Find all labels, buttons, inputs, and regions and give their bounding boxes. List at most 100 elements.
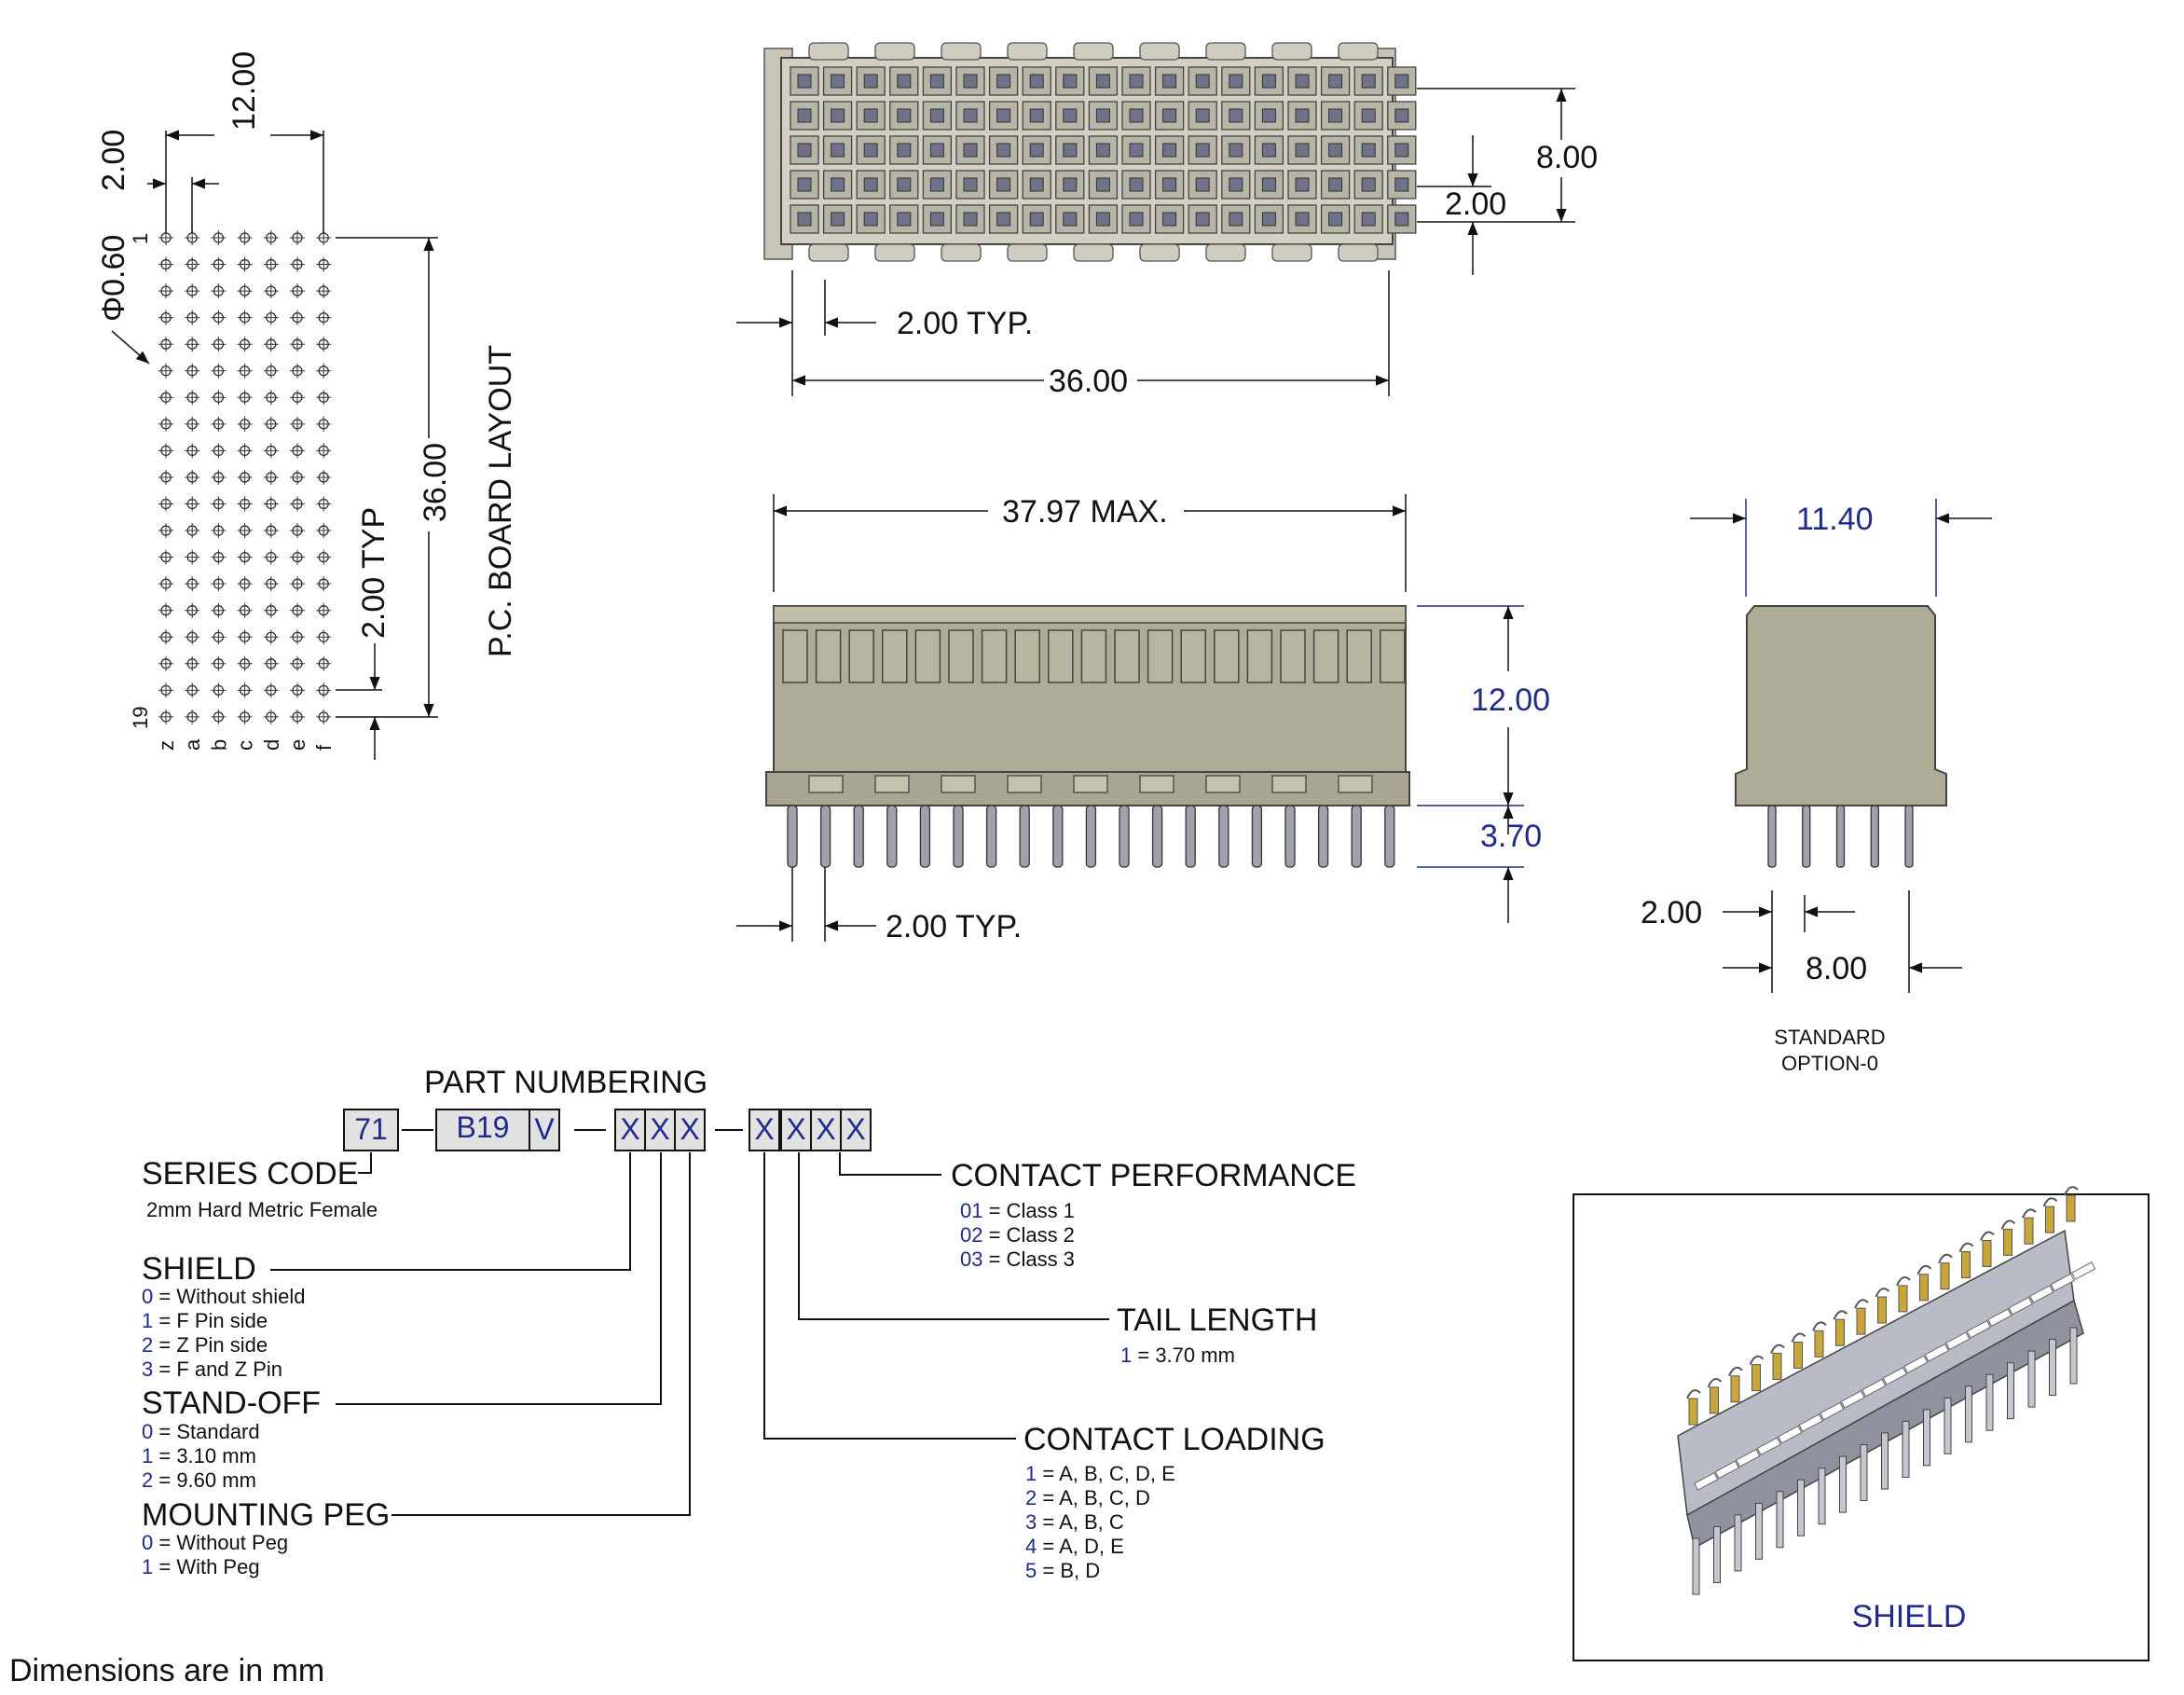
contact-cell [1022, 135, 1051, 165]
contact-cell [889, 170, 919, 200]
option-line: 1 = 3.70 mm [1120, 1344, 1235, 1367]
contact-cell [1088, 135, 1119, 165]
front-view-tails [787, 805, 1395, 868]
pcb-column-label: a [181, 738, 204, 751]
front-view-latches [808, 775, 1373, 793]
option-line: 2 = Z Pin side [142, 1333, 268, 1357]
top-dim-pitch: 2.00 TYP. [897, 306, 1033, 341]
pcb-column-label: b [207, 739, 230, 751]
tail-pin [1317, 805, 1329, 868]
footer-note: Dimensions are in mm [9, 1653, 324, 1688]
box-v: V [534, 1112, 555, 1146]
option-line: 4 = A, D, E [1025, 1535, 1124, 1558]
side-dim-2: 2.00 [1641, 895, 1702, 930]
option-line: 1 = A, B, C, D, E [1025, 1462, 1175, 1485]
tail-pin [1904, 805, 1914, 868]
option-line: 01 = Class 1 [960, 1199, 1075, 1222]
pcb-hole-grid [158, 230, 332, 724]
contact-cell [1121, 135, 1151, 165]
tail-pin [1151, 805, 1163, 868]
top-view-tabs [808, 42, 1379, 262]
series-label: SERIES CODE [142, 1156, 358, 1192]
tail-pin [919, 805, 931, 868]
top-view-contacts [790, 66, 1417, 234]
contact-cell [1055, 135, 1085, 165]
front-dim-pitch: 2.00 TYP. [886, 909, 1022, 944]
pcb-dim-2: 2.00 [96, 130, 131, 191]
tail-pin [853, 805, 864, 868]
contact-cell [856, 101, 886, 131]
loading-options: 1 = A, B, C, D, E2 = A, B, C, D3 = A, B,… [1025, 1462, 1175, 1582]
option-line: 03 = Class 3 [960, 1247, 1075, 1271]
performance-label: CONTACT PERFORMANCE [951, 1158, 1356, 1193]
pcb-row-19: 19 [129, 707, 152, 729]
top-dim-2: 2.00 [1445, 186, 1506, 222]
contact-cell [790, 170, 819, 200]
tail-pin [1870, 805, 1879, 868]
contact-cell [822, 170, 853, 200]
tail-pin [1835, 805, 1846, 868]
isometric-contacts [1686, 1186, 2096, 1595]
option-line: 0 = Without Peg [142, 1531, 288, 1554]
pcb-dim-12: 12.00 [227, 51, 262, 131]
tail-pin [1119, 805, 1130, 868]
option-line: 2 = 9.60 mm [142, 1468, 256, 1492]
shield-label: SHIELD [142, 1251, 256, 1287]
tail-pin [1251, 805, 1263, 868]
loading-label: CONTACT LOADING [1023, 1422, 1326, 1457]
code-box-x: X [786, 1112, 805, 1146]
code-box-x: X [845, 1112, 865, 1146]
option-line: 3 = A, B, C [1025, 1510, 1124, 1534]
option-line: 1 = 3.10 mm [142, 1444, 256, 1468]
tail-label: TAIL LENGTH [1117, 1302, 1317, 1338]
peg-label: MOUNTING PEG [142, 1497, 390, 1533]
tail-pin [1351, 805, 1362, 868]
side-dim-8: 8.00 [1806, 951, 1867, 986]
code-box-x: X [620, 1112, 639, 1146]
contact-cell [955, 204, 985, 234]
side-caption-1: STANDARD [1774, 1026, 1885, 1049]
top-view: 8.00 2.00 2.00 TYP. 36.00 [736, 42, 1598, 399]
tail-pin [1218, 805, 1229, 868]
front-view-slots [782, 629, 1406, 683]
pcb-column-label: d [260, 739, 283, 751]
option-line: 3 = F and Z Pin [142, 1357, 282, 1381]
tail-pin [886, 805, 898, 868]
contact-cell [1154, 170, 1185, 200]
performance-options: 01 = Class 102 = Class 203 = Class 3 [960, 1199, 1075, 1271]
tail-options: 1 = 3.70 mm [1120, 1344, 1235, 1367]
standoff-label: STAND-OFF [142, 1385, 321, 1421]
front-dim-tail: 3.70 [1480, 819, 1542, 854]
contact-cell [1154, 135, 1185, 165]
pcb-title: P.C. BOARD LAYOUT [483, 345, 518, 657]
tail-pin [1802, 805, 1811, 868]
tail-pin [819, 805, 831, 868]
front-dim-12: 12.00 [1471, 682, 1550, 718]
box-series: 71 [354, 1112, 388, 1146]
tail-pin [1052, 805, 1064, 868]
pcb-dim-36: 36.00 [418, 443, 453, 522]
part-numbering-title: PART NUMBERING [424, 1065, 707, 1100]
tail-pin [1384, 805, 1395, 868]
pcb-row-1: 1 [129, 233, 152, 244]
option-line: 02 = Class 2 [960, 1223, 1075, 1247]
top-dim-36: 36.00 [1049, 364, 1128, 399]
tail-pin [1284, 805, 1296, 868]
option-line: 1 = F Pin side [142, 1309, 268, 1332]
side-dim-width: 11.40 [1796, 502, 1874, 537]
tail-pin [985, 805, 997, 868]
pcb-column-label: e [286, 739, 309, 751]
contact-cell [988, 170, 1019, 200]
box-b19: B19 [457, 1110, 510, 1144]
code-box-x: X [816, 1112, 835, 1146]
tail-pin [787, 805, 798, 868]
top-dim-8: 8.00 [1536, 140, 1598, 175]
